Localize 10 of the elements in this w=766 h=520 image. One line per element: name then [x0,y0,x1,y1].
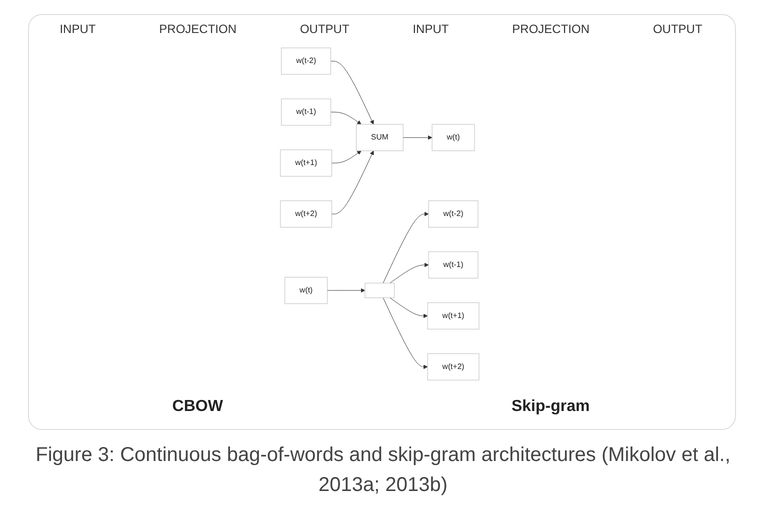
column-heading: OUTPUT [652,22,702,36]
column-heading: INPUT [412,22,449,36]
architecture-name: CBOW [172,398,223,416]
column-heading: PROJECTION [159,22,236,36]
column-heading: INPUT [60,22,96,36]
node-box [365,282,395,298]
architecture-name: Skip-gram [511,398,590,416]
column-heading: OUTPUT [300,22,350,36]
column-heading: PROJECTION [512,22,590,36]
figure-caption: Figure 3: Continuous bag-of-words and skip-gram architectures (Mikolov et al., 2013a; 2013b) [34,443,732,498]
